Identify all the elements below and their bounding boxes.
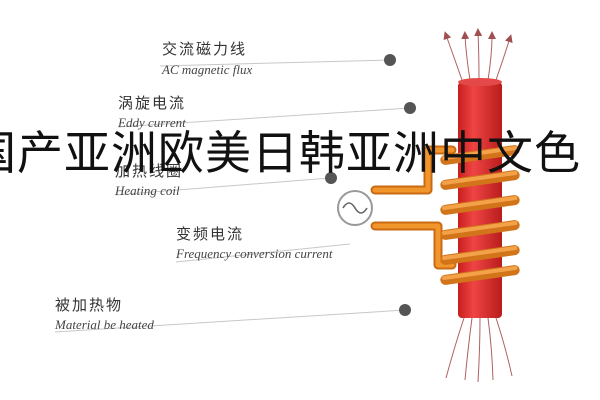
heating-coil-label-en: Heating coil [115,183,180,198]
leader-line-material [54,309,406,333]
flux-line [443,31,463,81]
watermark-overlay-text: 国产亚洲欧美日韩亚洲中文色 [0,130,581,176]
ac-flux-label-zh: 交流磁力线 [162,40,248,58]
ac-flux-label-en: AC magnetic flux [162,62,253,77]
flux-lines-top [443,28,513,81]
flux-line [495,317,513,377]
material-label-en: Material be heated [55,317,154,332]
coil-turn [440,195,520,215]
leader-dot-material [399,304,411,316]
eddy-current-label-zh: 涡旋电流 [118,94,187,112]
flux-line [487,31,496,81]
leader-line-eddy-current [117,107,411,128]
flux-line [445,317,465,379]
ac-source-icon [337,190,373,226]
flux-line [477,317,481,383]
coil-turn [440,170,520,190]
flux-line [474,28,483,81]
leader-line-freq-current [175,243,351,263]
leader-dot-ac-flux [384,54,396,66]
leader-dots [325,54,416,316]
leader-dot-heating-coil [325,172,337,184]
flux-line [487,317,494,381]
material-label-zh: 被加热物 [55,296,124,314]
eddy-current-label-en: Eddy current [118,115,186,130]
coil-turn [440,145,520,165]
leader-lines [54,59,411,333]
coil-leads [370,145,457,270]
coil-turn [440,220,520,240]
coil-turn [440,245,520,265]
heating-coil-label-zh: 加热线圈 [115,162,184,180]
leader-line-ac-flux [159,59,391,67]
flux-lines-bottom [445,317,513,383]
freq-current-label-zh: 变频电流 [176,225,245,243]
coil-turn [440,265,520,285]
flux-line [495,34,513,81]
freq-current-label-en: Frequency conversion current [176,246,333,261]
flux-line [464,317,473,381]
leader-dot-eddy-current [404,102,416,114]
heating-coil [440,145,520,285]
leader-line-heating-coil [114,177,331,196]
flux-line [461,31,471,81]
